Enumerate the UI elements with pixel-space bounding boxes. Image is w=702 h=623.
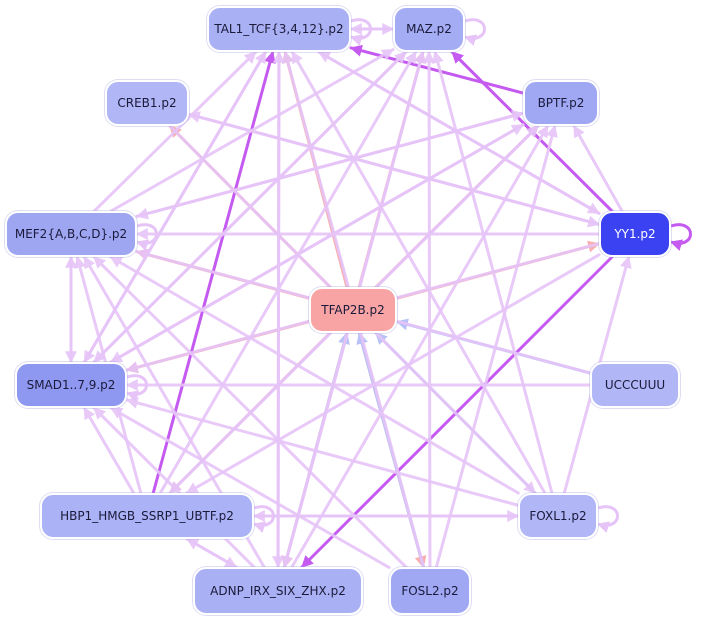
edge-bptf-to-mef2 xyxy=(135,111,525,220)
node-label: FOSL2.p2 xyxy=(401,584,459,598)
edge-tal1-to-yy1 xyxy=(317,50,601,215)
node-label: ADNP_IRX_SIX_ZHX.p2 xyxy=(210,584,346,598)
node-label: BPTF.p2 xyxy=(537,96,585,110)
self-loop-maz xyxy=(463,18,486,46)
edge-adnp-to-bptf xyxy=(290,124,550,569)
edge-creb1-to-yy1 xyxy=(187,112,601,228)
node-label: CREB1.p2 xyxy=(117,96,177,110)
self-loop-hbp1 xyxy=(252,505,275,533)
edge-yy1-to-bptf xyxy=(572,124,624,213)
edge-bptf-to-tal1 xyxy=(349,44,525,95)
node-label: FOXL1.p2 xyxy=(529,509,587,523)
node-mef2[interactable]: MEF2{A,B,C,D}.p2 xyxy=(5,211,137,257)
edge-foxl1-to-tal1 xyxy=(290,50,547,495)
self-loop-foxl1 xyxy=(596,505,619,533)
self-loop-tal1 xyxy=(349,18,372,46)
node-label: TFAP2B.p2 xyxy=(321,303,385,317)
node-label: UCCCUUU xyxy=(604,378,666,392)
edge-fosl2-to-bptf xyxy=(434,124,558,569)
node-smad[interactable]: SMAD1..7,9.p2 xyxy=(15,362,127,408)
node-bptf[interactable]: BPTF.p2 xyxy=(523,80,599,126)
node-ucccuuu[interactable]: UCCCUUU xyxy=(590,362,680,408)
node-label: MEF2{A,B,C,D}.p2 xyxy=(14,227,128,241)
node-maz[interactable]: MAZ.p2 xyxy=(393,6,465,52)
node-hbp1[interactable]: HBP1_HMGB_SSRP1_UBTF.p2 xyxy=(40,493,254,539)
node-label: YY1.p2 xyxy=(614,227,656,241)
edge-bptf-to-smad xyxy=(109,123,525,364)
node-label: MAZ.p2 xyxy=(406,22,452,36)
edge-foxl1-to-smad xyxy=(125,397,520,507)
node-fosl2[interactable]: FOSL2.p2 xyxy=(389,567,471,615)
edge-foxl1-to-maz xyxy=(432,50,554,495)
self-loop-mef2 xyxy=(135,223,158,251)
edge-tal1-to-adnp xyxy=(272,50,285,569)
node-foxl1[interactable]: FOXL1.p2 xyxy=(518,493,598,539)
node-tal1[interactable]: TAL1_TCF{3,4,12}.p2 xyxy=(207,6,351,52)
node-label: SMAD1..7,9.p2 xyxy=(26,378,116,392)
edge-foxl1-to-mef2 xyxy=(109,255,520,495)
node-label: HBP1_HMGB_SSRP1_UBTF.p2 xyxy=(60,509,234,523)
edge-adnp-to-hbp1 xyxy=(185,537,238,569)
self-loop-smad xyxy=(125,374,148,402)
node-label: TAL1_TCF{3,4,12}.p2 xyxy=(214,22,344,36)
node-tfap2b[interactable]: TFAP2B.p2 xyxy=(309,287,397,333)
edge-yy1-to-hbp1 xyxy=(185,253,601,495)
edge-fosl2-to-smad xyxy=(109,406,391,569)
node-yy1[interactable]: YY1.p2 xyxy=(599,211,671,257)
edge-hbp1-to-smad xyxy=(82,406,136,495)
node-creb1[interactable]: CREB1.p2 xyxy=(105,80,189,126)
edge-fosl2-to-maz xyxy=(423,50,436,569)
self-loop-yy1 xyxy=(669,223,692,251)
node-adnp[interactable]: ADNP_IRX_SIX_ZHX.p2 xyxy=(193,567,363,615)
